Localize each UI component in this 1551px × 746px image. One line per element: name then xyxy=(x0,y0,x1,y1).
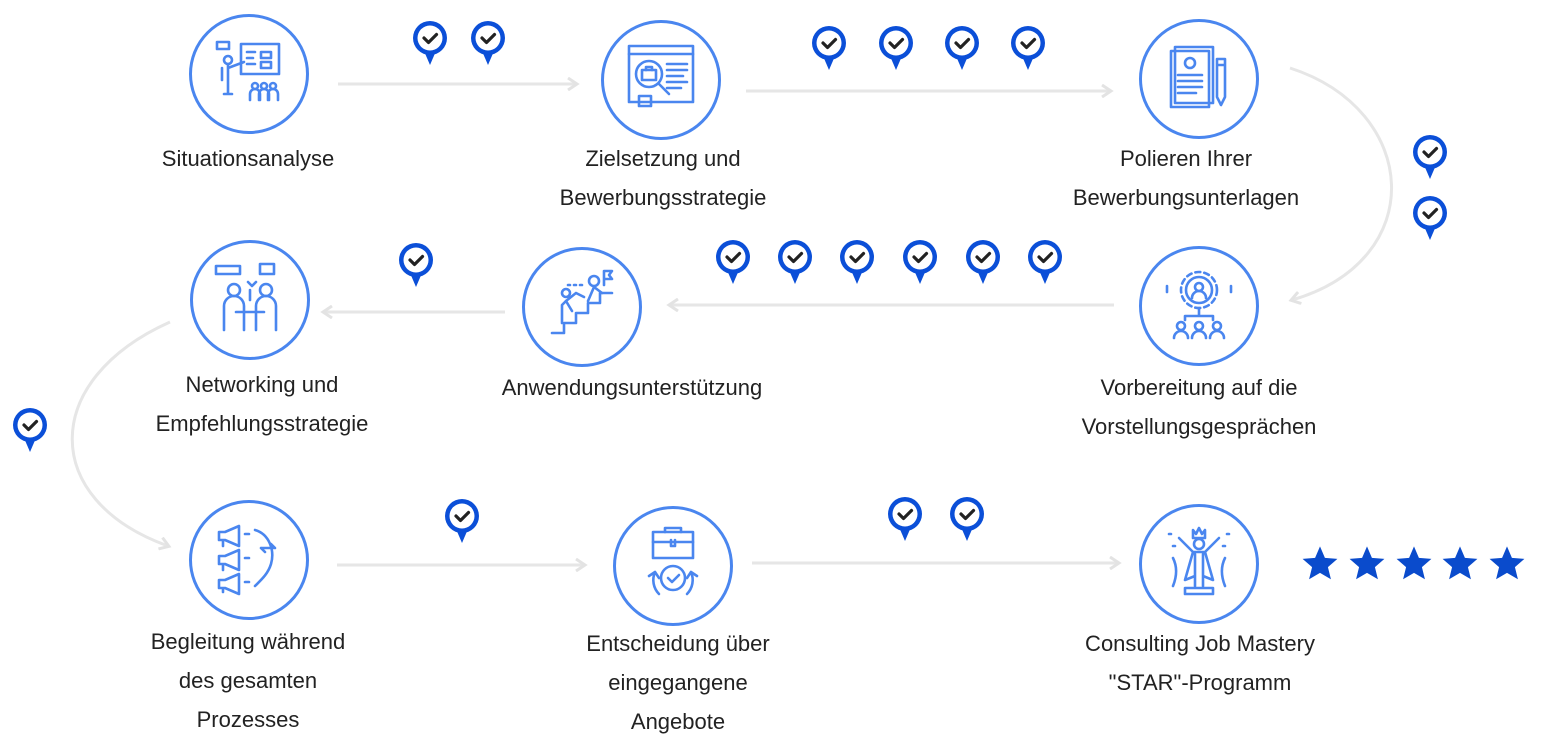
step-circle-begleitung xyxy=(189,500,309,620)
briefcase-clock-icon xyxy=(635,526,711,607)
step-circle-networking xyxy=(190,240,310,360)
rating-star-icon xyxy=(1301,544,1339,582)
step-label-situationsanalyse: Situationsanalyse xyxy=(162,139,334,178)
check-pin-icon xyxy=(964,238,1002,286)
megaphone-icon xyxy=(211,520,287,601)
check-pin-icon xyxy=(1026,238,1064,286)
step-label-line: Situationsanalyse xyxy=(161,146,335,171)
check-pin-icon xyxy=(11,406,49,454)
step-label-line: eingegangene xyxy=(608,670,748,695)
check-pin-icon xyxy=(886,495,924,543)
check-pin-icon xyxy=(443,497,481,545)
step-circle-polieren xyxy=(1139,19,1259,139)
presentation-icon xyxy=(211,34,287,115)
step-circle-zielsetzung xyxy=(601,20,721,140)
rating-star-icon xyxy=(1441,544,1479,582)
arrow-6-7 xyxy=(70,320,170,546)
check-pin-icon xyxy=(714,238,752,286)
step-circle-entscheidung xyxy=(613,506,733,626)
step-circle-anwendung xyxy=(522,247,642,367)
arrow-3-4 xyxy=(1290,66,1393,300)
check-pin-icon xyxy=(397,241,435,289)
step-circle-situationsanalyse xyxy=(189,14,309,134)
step-label-line: Vorstellungsgesprächen xyxy=(1081,414,1317,439)
check-pin-icon xyxy=(943,24,981,72)
step-label-line: Bewerbungsunterlagen xyxy=(1072,185,1300,210)
check-pin-icon xyxy=(838,238,876,286)
check-pin-icon xyxy=(776,238,814,286)
documents-pen-icon xyxy=(1161,39,1237,120)
climbing-stairs-icon xyxy=(544,267,620,348)
check-pin-icon xyxy=(1009,24,1047,72)
step-circle-vorbereitung xyxy=(1139,246,1259,366)
check-pin-icon xyxy=(469,19,507,67)
winner-icon xyxy=(1161,524,1237,605)
step-label-line: Networking und xyxy=(185,372,339,397)
check-pin-icon xyxy=(810,24,848,72)
rating-star-icon xyxy=(1488,544,1526,582)
meeting-icon xyxy=(212,260,288,341)
check-pin-icon xyxy=(1411,194,1449,242)
job-search-icon xyxy=(623,40,699,121)
step-label-anwendung: Anwendungsunterstützung xyxy=(502,368,763,407)
step-label-line: Begleitung während xyxy=(150,629,346,654)
check-pin-icon xyxy=(1411,133,1449,181)
check-pin-icon xyxy=(877,24,915,72)
check-pin-icon xyxy=(901,238,939,286)
step-label-line: Angebote xyxy=(630,709,726,734)
step-label-line: Empfehlungsstrategie xyxy=(155,411,369,436)
step-label-line: Zielsetzung und xyxy=(585,146,741,171)
step-label-line: Prozesses xyxy=(196,707,300,732)
step-label-line: Polieren Ihrer xyxy=(1119,146,1253,171)
step-circle-consulting xyxy=(1139,504,1259,624)
step-label-line: Consulting Job Mastery xyxy=(1085,631,1315,656)
rating-star-icon xyxy=(1348,544,1386,582)
step-label-line: Vorbereitung auf die xyxy=(1100,375,1298,400)
step-label-line: Bewerbungsstrategie xyxy=(559,185,767,210)
step-label-consulting: Consulting Job Mastery "STAR"-Programm xyxy=(1085,624,1315,702)
rating-star-icon xyxy=(1395,544,1433,582)
step-label-line: des gesamten xyxy=(178,668,318,693)
check-pin-icon xyxy=(411,19,449,67)
step-label-line: Entscheidung über xyxy=(586,631,770,656)
step-label-line: "STAR"-Programm xyxy=(1108,670,1292,695)
step-label-line: Anwendungsunterstützung xyxy=(501,375,763,400)
check-pin-icon xyxy=(948,495,986,543)
gear-people-icon xyxy=(1161,266,1237,347)
